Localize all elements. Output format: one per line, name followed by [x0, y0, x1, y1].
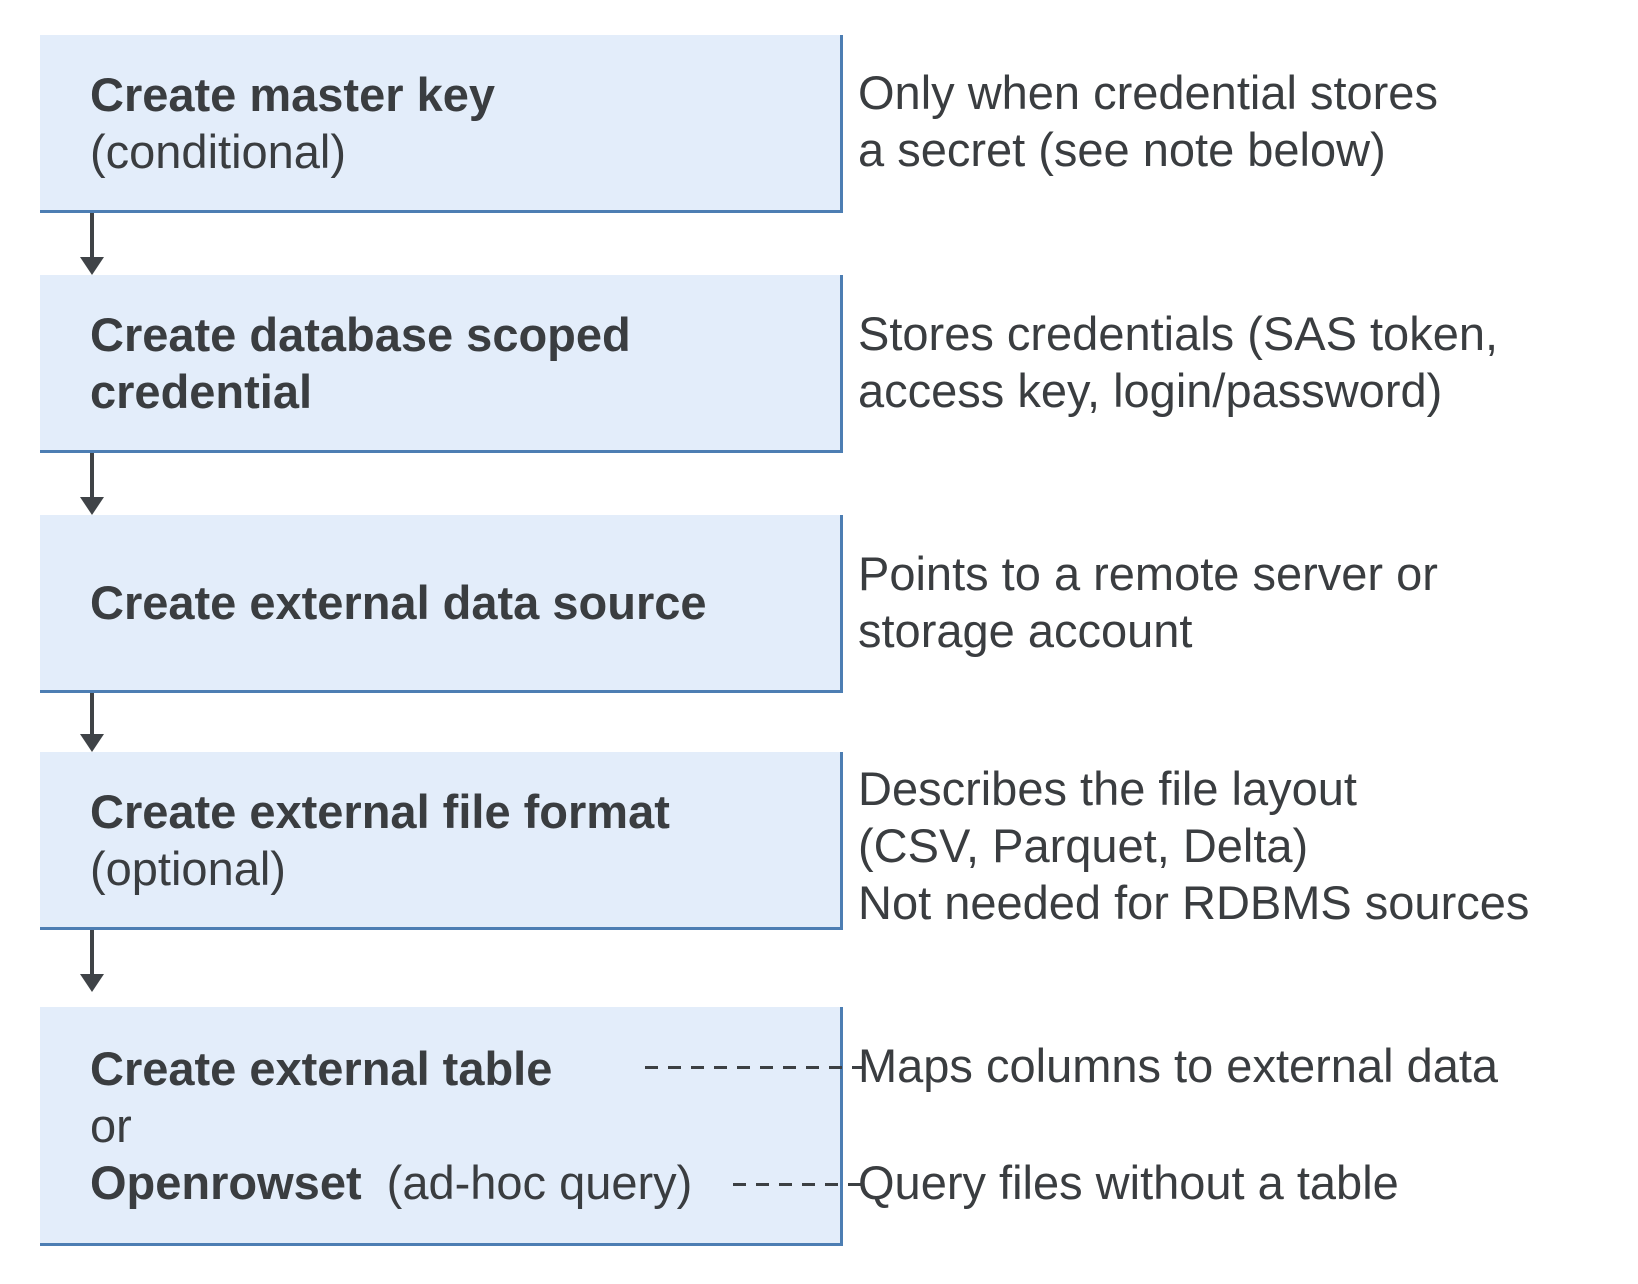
annotation-line: Stores credentials (SAS token, — [858, 307, 1499, 360]
annotation-line: Points to a remote server or — [858, 547, 1438, 600]
step-box-create-external-file-format: Create external file format (optional) — [40, 752, 843, 930]
step-box-create-master-key: Create master key (conditional) — [40, 35, 843, 213]
annotation-line: Describes the file layout — [858, 762, 1357, 815]
step-or-label: or — [90, 1098, 132, 1152]
annotation-external-data-source: Points to a remote server or storage acc… — [858, 545, 1438, 659]
step-title: Create external table — [90, 1041, 553, 1095]
step-title: Create external data source — [90, 576, 707, 629]
step-box-create-external-table-or-openrowset: Create external table or Openrowset (ad-… — [40, 1007, 843, 1246]
annotation-line: storage account — [858, 604, 1193, 657]
arrow-head — [80, 257, 104, 275]
step-qualifier: (optional) — [90, 841, 286, 895]
step-title: Create master key — [90, 67, 495, 121]
arrow-head — [80, 734, 104, 752]
arrow-shaft — [90, 930, 94, 974]
flow-arrow-down-icon — [80, 453, 104, 515]
step-title-line: Create database scoped — [90, 307, 631, 361]
annotation-line: Only when credential stores — [858, 66, 1438, 119]
step-box-create-database-scoped-credential: Create database scoped credential — [40, 275, 843, 453]
annotation-line: Not needed for RDBMS sources — [858, 876, 1530, 929]
annotation-line: a secret (see note below) — [858, 123, 1386, 176]
step-title: Create external file format — [90, 784, 670, 838]
annotation-line: Maps columns to external data — [858, 1039, 1499, 1092]
annotation-master-key: Only when credential stores a secret (se… — [858, 64, 1438, 178]
step-alt-qualifier: (ad-hoc query) — [386, 1155, 693, 1209]
step-qualifier: (conditional) — [90, 124, 347, 178]
step-title-line: credential — [90, 364, 313, 418]
arrow-shaft — [90, 453, 94, 497]
annotation-external-table: Maps columns to external data — [858, 1037, 1498, 1094]
annotation-line: Query files without a table — [858, 1156, 1399, 1209]
arrow-shaft — [90, 693, 94, 734]
arrow-head — [80, 497, 104, 515]
annotation-scoped-credential: Stores credentials (SAS token, access ke… — [858, 305, 1498, 419]
step-alt-line: Openrowset (ad-hoc query) — [90, 1154, 840, 1211]
annotation-openrowset: Query files without a table — [858, 1154, 1399, 1211]
flow-arrow-down-icon — [80, 930, 104, 992]
annotation-line: access key, login/password) — [858, 364, 1443, 417]
flow-arrow-down-icon — [80, 693, 104, 752]
annotation-line: (CSV, Parquet, Delta) — [858, 819, 1309, 872]
dashed-connector-external-table — [645, 1066, 863, 1069]
annotation-external-file-format: Describes the file layout (CSV, Parquet,… — [858, 760, 1529, 931]
step-box-create-external-data-source: Create external data source — [40, 515, 843, 693]
step-alt-title: Openrowset — [90, 1155, 362, 1209]
arrow-head — [80, 974, 104, 992]
flow-arrow-down-icon — [80, 213, 104, 275]
dashed-connector-openrowset — [733, 1183, 863, 1186]
arrow-shaft — [90, 213, 94, 257]
